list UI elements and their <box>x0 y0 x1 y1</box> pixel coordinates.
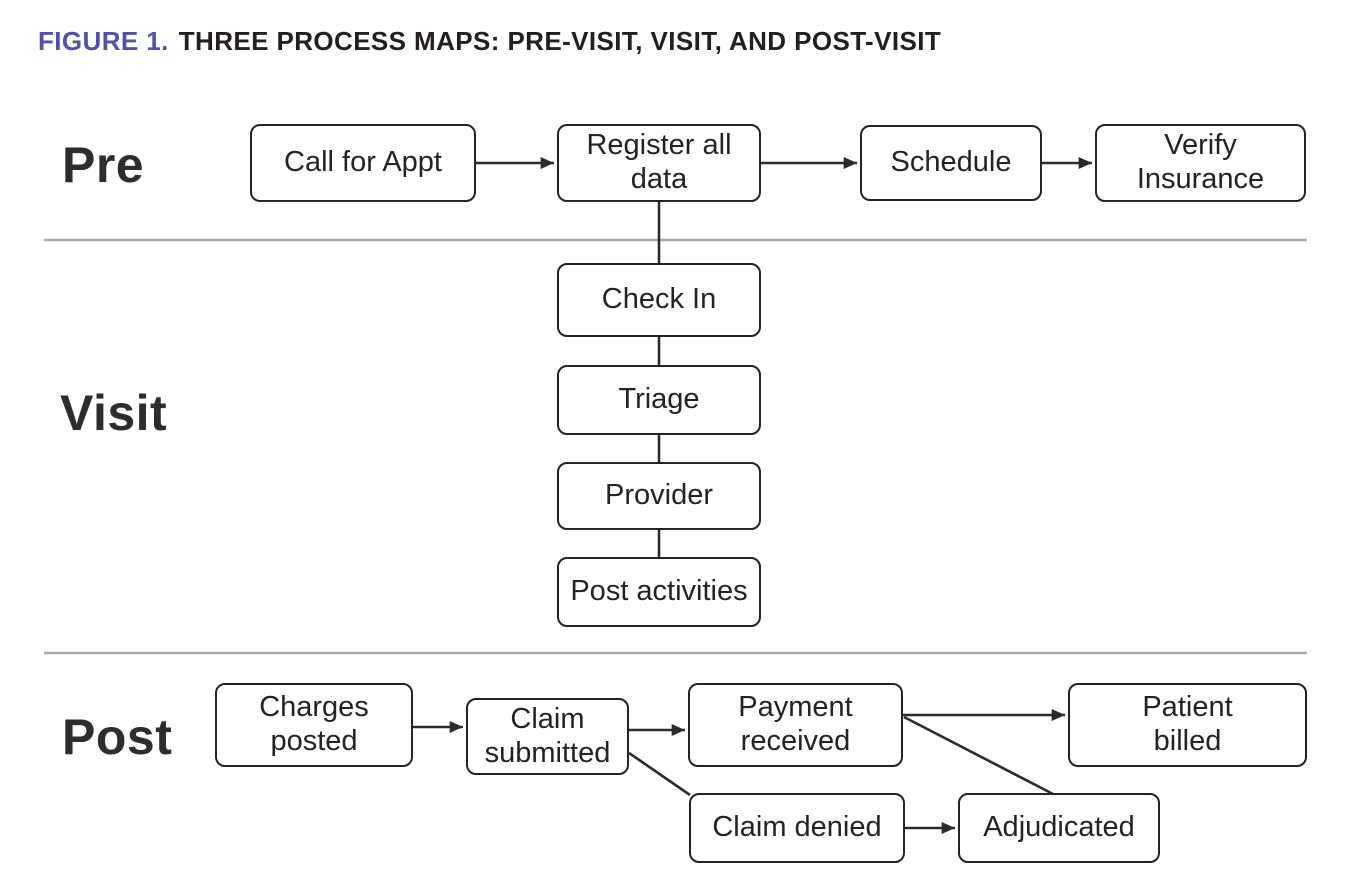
node-schedule-label: Schedule <box>890 146 1012 179</box>
node-triage: Triage <box>557 365 761 435</box>
node-provider: Provider <box>557 462 761 530</box>
node-register-all-data-label: Register all data <box>586 129 732 195</box>
node-register-all-data: Register all data <box>557 124 761 202</box>
node-claim-submitted-label: Claim submitted <box>484 702 611 769</box>
node-verify-insurance-label: Verify Insurance <box>1136 129 1265 195</box>
node-provider-label: Provider <box>605 479 713 512</box>
node-claim-denied-label: Claim denied <box>712 811 882 844</box>
figure-title-text: THREE PROCESS MAPS: PRE-VISIT, VISIT, AN… <box>178 26 942 56</box>
node-patient-billed-label: Patient billed <box>1142 691 1233 757</box>
section-label-visit: Visit <box>60 385 168 441</box>
node-claim-submitted: Claim submitted <box>466 698 629 775</box>
node-claim-denied: Claim denied <box>689 793 905 863</box>
node-schedule: Schedule <box>860 125 1042 201</box>
node-adjudicated-label: Adjudicated <box>983 811 1135 844</box>
node-verify-insurance: Verify Insurance <box>1095 124 1306 202</box>
node-patient-billed: Patient billed <box>1068 683 1307 767</box>
node-adjudicated: Adjudicated <box>958 793 1160 863</box>
node-check-in-label: Check In <box>601 283 717 316</box>
section-label-pre: Pre <box>62 137 145 193</box>
section-label-post: Post <box>62 709 173 765</box>
node-triage-label: Triage <box>618 383 700 416</box>
node-post-activities-label: Post activities <box>570 575 748 608</box>
node-charges-posted: Charges posted <box>215 683 413 767</box>
node-call-for-appt-label: Call for Appt <box>284 146 442 179</box>
figure-number-label: FIGURE 1. <box>38 26 169 56</box>
node-payment-received-label: Payment received <box>738 691 853 757</box>
edge-adjudicated-to-payment-received <box>903 715 1054 796</box>
node-check-in: Check In <box>557 263 761 337</box>
edge-claim-submitted-to-claim-denied <box>628 751 691 797</box>
node-post-activities: Post activities <box>557 557 761 627</box>
node-payment-received: Payment received <box>688 683 903 767</box>
node-charges-posted-label: Charges posted <box>259 691 369 757</box>
node-call-for-appt: Call for Appt <box>250 124 476 202</box>
figure-title: FIGURE 1. THREE PROCESS MAPS: PRE-VISIT, … <box>38 26 941 57</box>
